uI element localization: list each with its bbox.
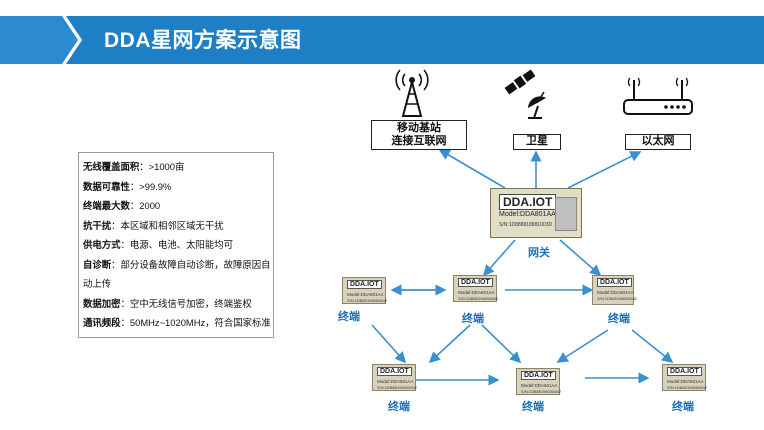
terminal-label: 终端 [522, 401, 544, 413]
gateway-device: DDA.IOT Model:DDA801AA S/N:1D88881888100… [490, 188, 582, 238]
terminal-label: 终端 [462, 313, 484, 325]
spec-value: ：本区域和相邻区域无干扰 [111, 219, 224, 231]
terminal-model: Model:DDA601AA [521, 383, 558, 388]
spec-key: 自诊断 [83, 258, 112, 270]
terminal-brand: DDA.IOT [667, 367, 702, 376]
terminal-brand: DDA.IOT [521, 371, 556, 380]
terminal-sn: S/N:1DB85196000842 [667, 385, 708, 390]
spec-item: 终端最大数：2000 [83, 196, 273, 216]
router-icon [623, 77, 693, 115]
terminal-model: Model:DDA601AA [377, 379, 414, 384]
spec-key: 供电方式 [83, 239, 121, 250]
spec-item: 通讯频段：50MHz~1020MHz，符合国家标准 [83, 313, 271, 333]
spec-item: 数据可靠性：>99.9% [83, 177, 273, 197]
spec-item: 无线覆盖面积：>1000亩 [83, 157, 273, 177]
title-banner [0, 16, 764, 64]
terminal-sn: S/N:1DB85196000842 [377, 385, 418, 390]
base-station-label: 移动基站 连接互联网 [371, 120, 467, 150]
satellite-label: 卫星 [513, 134, 561, 150]
spec-key: 通讯频段 [83, 317, 121, 328]
spec-value: ：>1000亩 [139, 161, 185, 172]
spec-value: ：50MHz~1020MHz，符合国家标准 [120, 317, 271, 328]
gateway-sn: S/N:1D888818881003D [499, 222, 553, 228]
spec-item: 抗干扰：本区域和相邻区域无干扰 [83, 216, 273, 236]
spec-key: 数据可靠性 [83, 180, 130, 192]
gateway-shield [555, 197, 577, 231]
satellite-icon [504, 69, 546, 119]
terminal-model: Model:DDA601AA [347, 292, 384, 297]
terminal-sn: S/N:1DB85196000842 [521, 389, 562, 394]
terminal-sn: S/N:1DB85196000842 [458, 296, 499, 301]
terminal-label: 终端 [338, 311, 360, 323]
terminal-label: 终端 [608, 313, 630, 325]
terminal-brand: DDA.IOT [597, 278, 632, 287]
spec-item: 自诊断：部分设备故障自动诊断，故障原因自动上传 [83, 255, 271, 294]
terminal-brand: DDA.IOT [377, 367, 412, 376]
spec-key: 无线覆盖面积 [83, 161, 140, 172]
spec-value: ：空中无线信号加密，终端鉴权 [120, 297, 252, 309]
terminal-label: 终端 [388, 401, 410, 413]
ethernet-label: 以太网 [625, 134, 691, 150]
spec-value: ：部分设备故障自动诊断，故障原因自动上传 [83, 258, 271, 290]
spec-key: 抗干扰 [83, 219, 112, 231]
gateway-model: Model:DDA801AA [499, 211, 556, 218]
spec-value: ：电源、电池、太阳能均可 [120, 239, 234, 250]
terminal-sn: S/N:1DB85196000842 [347, 298, 388, 303]
terminal-model: Model:DDA601AA [597, 290, 634, 295]
spec-item: 供电方式：电源、电池、太阳能均可 [83, 235, 273, 255]
spec-key: 终端最大数 [83, 200, 130, 211]
terminal-sn: S/N:1DB85196000842 [597, 296, 638, 301]
spec-key: 数据加密 [83, 297, 121, 309]
spec-item: 数据加密：空中无线信号加密，终端鉴权 [83, 294, 273, 314]
terminal-model: Model:DDA601AA [458, 290, 495, 295]
radio-tower-icon [395, 69, 429, 117]
terminal-brand: DDA.IOT [347, 280, 382, 289]
terminal-model: Model:DDA601AA [667, 379, 704, 384]
terminal-brand: DDA.IOT [458, 278, 493, 287]
spec-value: ：2000 [129, 200, 161, 211]
spec-value: ：>99.9% [129, 180, 172, 192]
terminal-label: 终端 [672, 401, 694, 413]
gateway-brand: DDA.IOT [499, 194, 557, 210]
page-title: DDA星网方案示意图 [104, 29, 302, 52]
gateway-label: 网关 [528, 247, 550, 259]
